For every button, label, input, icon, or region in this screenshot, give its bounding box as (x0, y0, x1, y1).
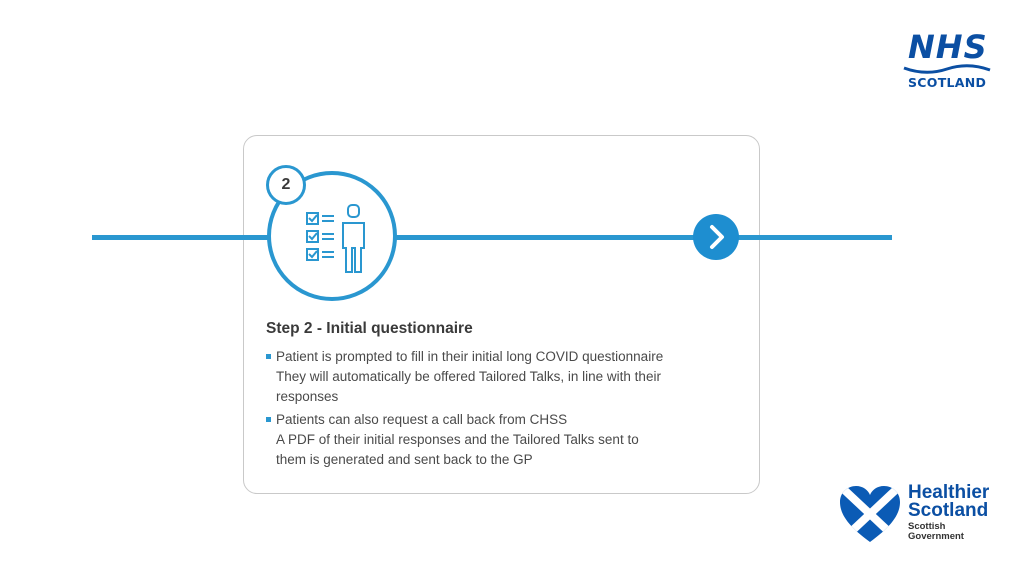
scotland-text: Scotland (908, 500, 989, 521)
bullet-item: Patients can also request a call back fr… (266, 410, 736, 470)
bullet-text: A PDF of their initial responses and the… (276, 432, 639, 447)
step-bullet-list: Patient is prompted to fill in their ini… (266, 347, 736, 473)
scottish-text: Scottish (908, 521, 946, 532)
nhs-logo-subtext: SCOTLAND (908, 75, 987, 90)
bullet-text: Patients can also request a call back fr… (276, 412, 568, 427)
step-title: Step 2 - Initial questionnaire (266, 320, 473, 337)
bullet-text: them is generated and sent back to the G… (276, 452, 533, 467)
scottish-government-text: Scottish Government (908, 522, 964, 542)
healthier-scotland-title: Healthier Scotland (908, 482, 990, 521)
bullet-text: They will automatically be offered Tailo… (276, 369, 661, 384)
nhs-wave-icon (903, 64, 991, 74)
healthier-text: Healthier (908, 482, 990, 503)
chevron-right-icon (710, 225, 724, 249)
next-step-button[interactable] (693, 214, 739, 260)
healthier-scotland-logo: Healthier Scotland Scottish Government (838, 482, 1008, 548)
step-number-badge: 2 (266, 165, 306, 205)
nhs-scotland-logo: NHS SCOTLAND (900, 28, 992, 92)
bullet-text: Patient is prompted to fill in their ini… (276, 349, 664, 364)
government-text: Government (908, 531, 964, 542)
nhs-logo-text: NHS (908, 28, 988, 66)
bullet-text: responses (276, 389, 339, 404)
checklist-person-icon (306, 204, 365, 273)
timeline-line (92, 235, 892, 240)
bullet-item: Patient is prompted to fill in their ini… (266, 347, 736, 407)
bullet-marker (266, 354, 271, 359)
bullet-marker (266, 417, 271, 422)
saltire-heart-icon (840, 486, 900, 542)
